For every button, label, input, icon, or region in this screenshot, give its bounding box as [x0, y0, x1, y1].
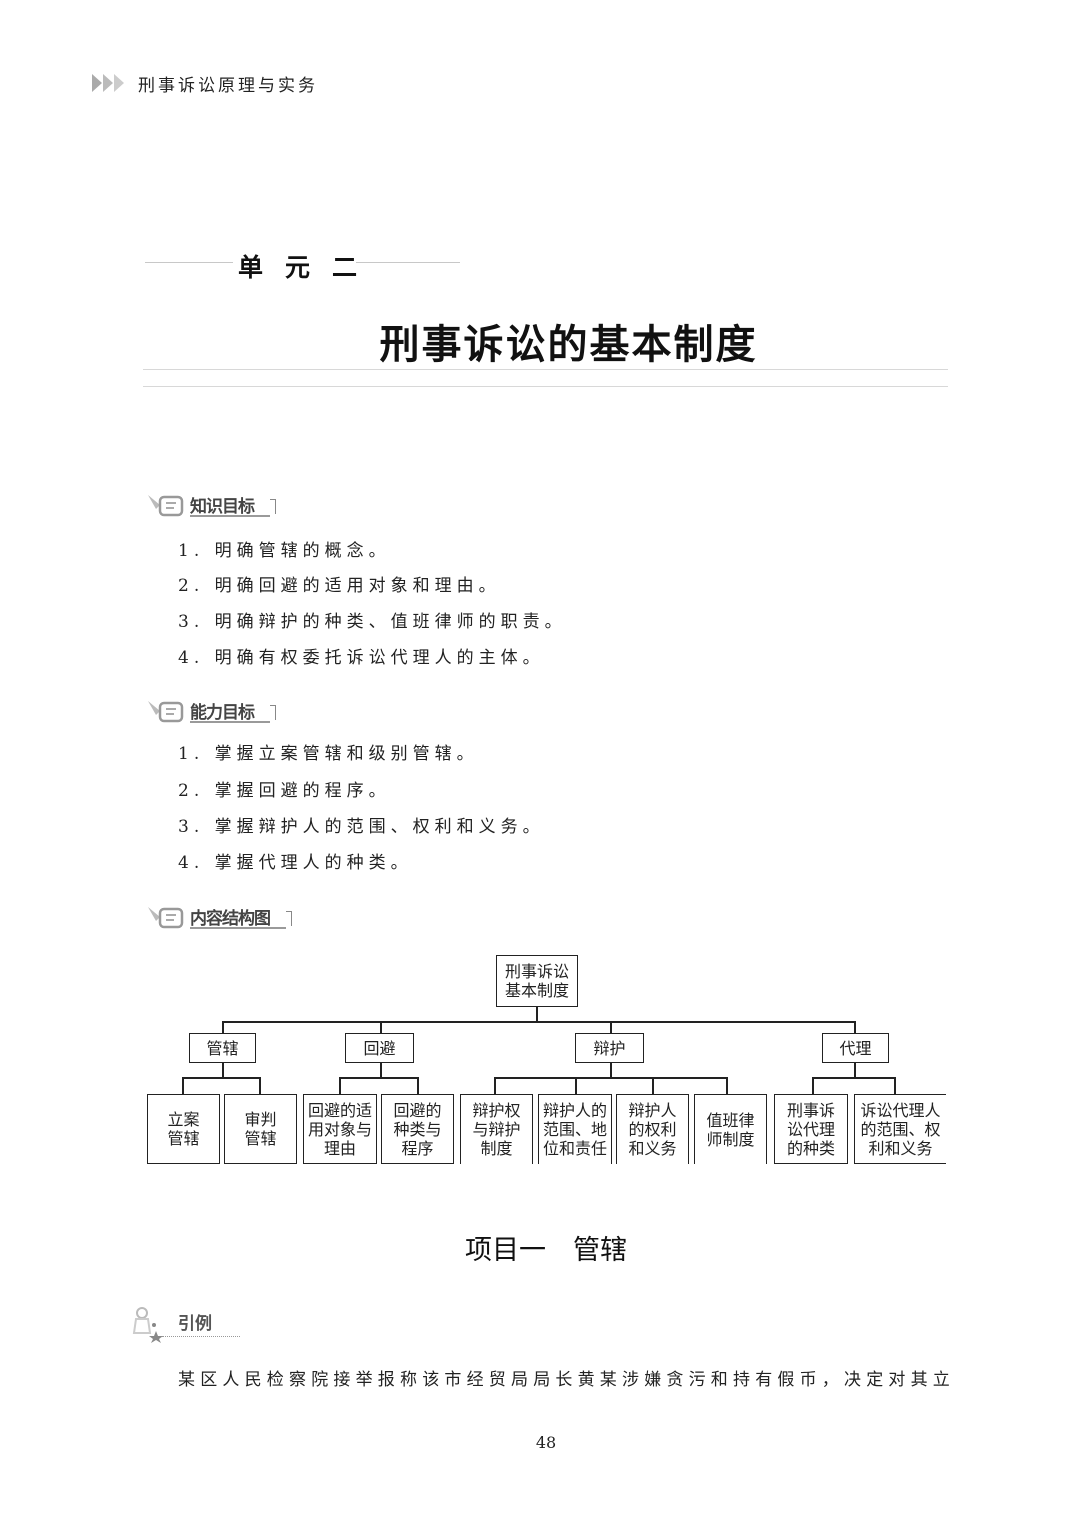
section-underline [190, 927, 286, 929]
ability-goal-item: 4. 掌握代理人的种类。 [178, 853, 413, 873]
connector [417, 1077, 419, 1094]
notebook-pen-icon [148, 495, 184, 517]
chapter-title: 刑事诉讼的基本制度 [379, 322, 758, 368]
connector [494, 1077, 727, 1079]
connector [854, 1021, 856, 1033]
section-title: 知识目标 [190, 497, 255, 517]
connector [380, 1063, 382, 1077]
knowledge-goal-item: 3. 明确辩护的种类、值班律师的职责。 [178, 612, 567, 632]
connector [222, 1063, 224, 1077]
triple-arrow-icon [92, 72, 132, 94]
section-title: 能力目标 [190, 703, 255, 723]
project-title: 项目一 管辖 [465, 1235, 627, 1266]
connector [812, 1077, 814, 1094]
connector [894, 1077, 896, 1094]
title-rule-top [143, 369, 948, 370]
notebook-pen-icon [148, 701, 184, 723]
connector [222, 1021, 856, 1023]
section-title: 内容结构图 [190, 909, 271, 929]
connector [339, 1077, 341, 1094]
diagram-leaf-node: 诉讼代理人 的范围、权 利和义务 [854, 1094, 946, 1164]
diagram-leaf-node: 刑事诉 讼代理 的种类 [774, 1094, 848, 1164]
diagram-leaf-node: 立案 管辖 [147, 1094, 220, 1164]
unit-label: 单元二 [238, 253, 380, 282]
example-tag: 引例 [130, 1305, 250, 1345]
diagram-leaf-node: 审判 管辖 [224, 1094, 297, 1164]
section-hook [270, 705, 276, 720]
connector [222, 1021, 224, 1033]
section-tag-ability-goals: 能力目标 [146, 695, 286, 727]
connector [182, 1077, 260, 1079]
section-tag-structure-map: 内容结构图 [146, 901, 306, 933]
knowledge-goal-item: 1. 明确管辖的概念。 [178, 541, 391, 561]
section-underline [190, 515, 270, 517]
ability-goal-item: 3. 掌握辩护人的范围、权利和义务。 [178, 817, 545, 837]
section-hook [270, 499, 276, 514]
example-paragraph: 某区人民检察院接举报称该市经贸局局长黄某涉嫌贪污和持有假币，决定对其立 [178, 1370, 955, 1390]
unit-rule-left [145, 262, 233, 263]
connector [380, 1021, 382, 1033]
connector [812, 1077, 895, 1079]
knowledge-goal-item: 2. 明确回避的适用对象和理由。 [178, 576, 501, 596]
section-underline [190, 721, 270, 723]
star-figure-icon [132, 1307, 163, 1343]
connector [726, 1077, 728, 1094]
example-dotted-rule [162, 1336, 240, 1337]
section-hook [286, 911, 292, 926]
diagram-leaf-node: 辩护权 与辩护 制度 [460, 1094, 533, 1164]
diagram-leaf-node: 辩护人的 范围、地 位和责任 [538, 1094, 612, 1164]
connector [494, 1077, 496, 1094]
diagram-branch-node: 代理 [822, 1033, 889, 1063]
connector [610, 1063, 612, 1077]
connector [536, 1007, 538, 1022]
connector [610, 1021, 612, 1033]
ability-goal-item: 2. 掌握回避的程序。 [178, 781, 391, 801]
connector [575, 1077, 577, 1094]
connector [182, 1077, 184, 1094]
running-header-title: 刑事诉讼原理与实务 [138, 76, 318, 96]
knowledge-goal-item: 4. 明确有权委托诉讼代理人的主体。 [178, 648, 545, 668]
title-rule-bottom [143, 386, 948, 387]
example-title: 引例 [178, 1314, 212, 1334]
connector [652, 1077, 654, 1094]
ability-goal-item: 1. 掌握立案管辖和级别管辖。 [178, 744, 479, 764]
diagram-root-node: 刑事诉讼 基本制度 [496, 955, 578, 1007]
diagram-branch-node: 回避 [345, 1033, 414, 1063]
diagram-branch-node: 辩护 [575, 1033, 644, 1063]
connector [854, 1063, 856, 1077]
diagram-leaf-node: 辩护人 的权利 和义务 [616, 1094, 689, 1164]
diagram-branch-node: 管辖 [189, 1033, 256, 1063]
connector [339, 1077, 418, 1079]
section-tag-knowledge-goals: 知识目标 [146, 489, 286, 521]
page-number: 48 [535, 1433, 557, 1452]
notebook-pen-icon [148, 907, 184, 929]
diagram-leaf-node: 回避的 种类与 程序 [381, 1094, 454, 1164]
connector [259, 1077, 261, 1094]
diagram-leaf-node: 值班律 师制度 [694, 1094, 767, 1164]
diagram-leaf-node: 回避的适 用对象与 理由 [303, 1094, 377, 1164]
unit-rule-right [356, 262, 460, 263]
